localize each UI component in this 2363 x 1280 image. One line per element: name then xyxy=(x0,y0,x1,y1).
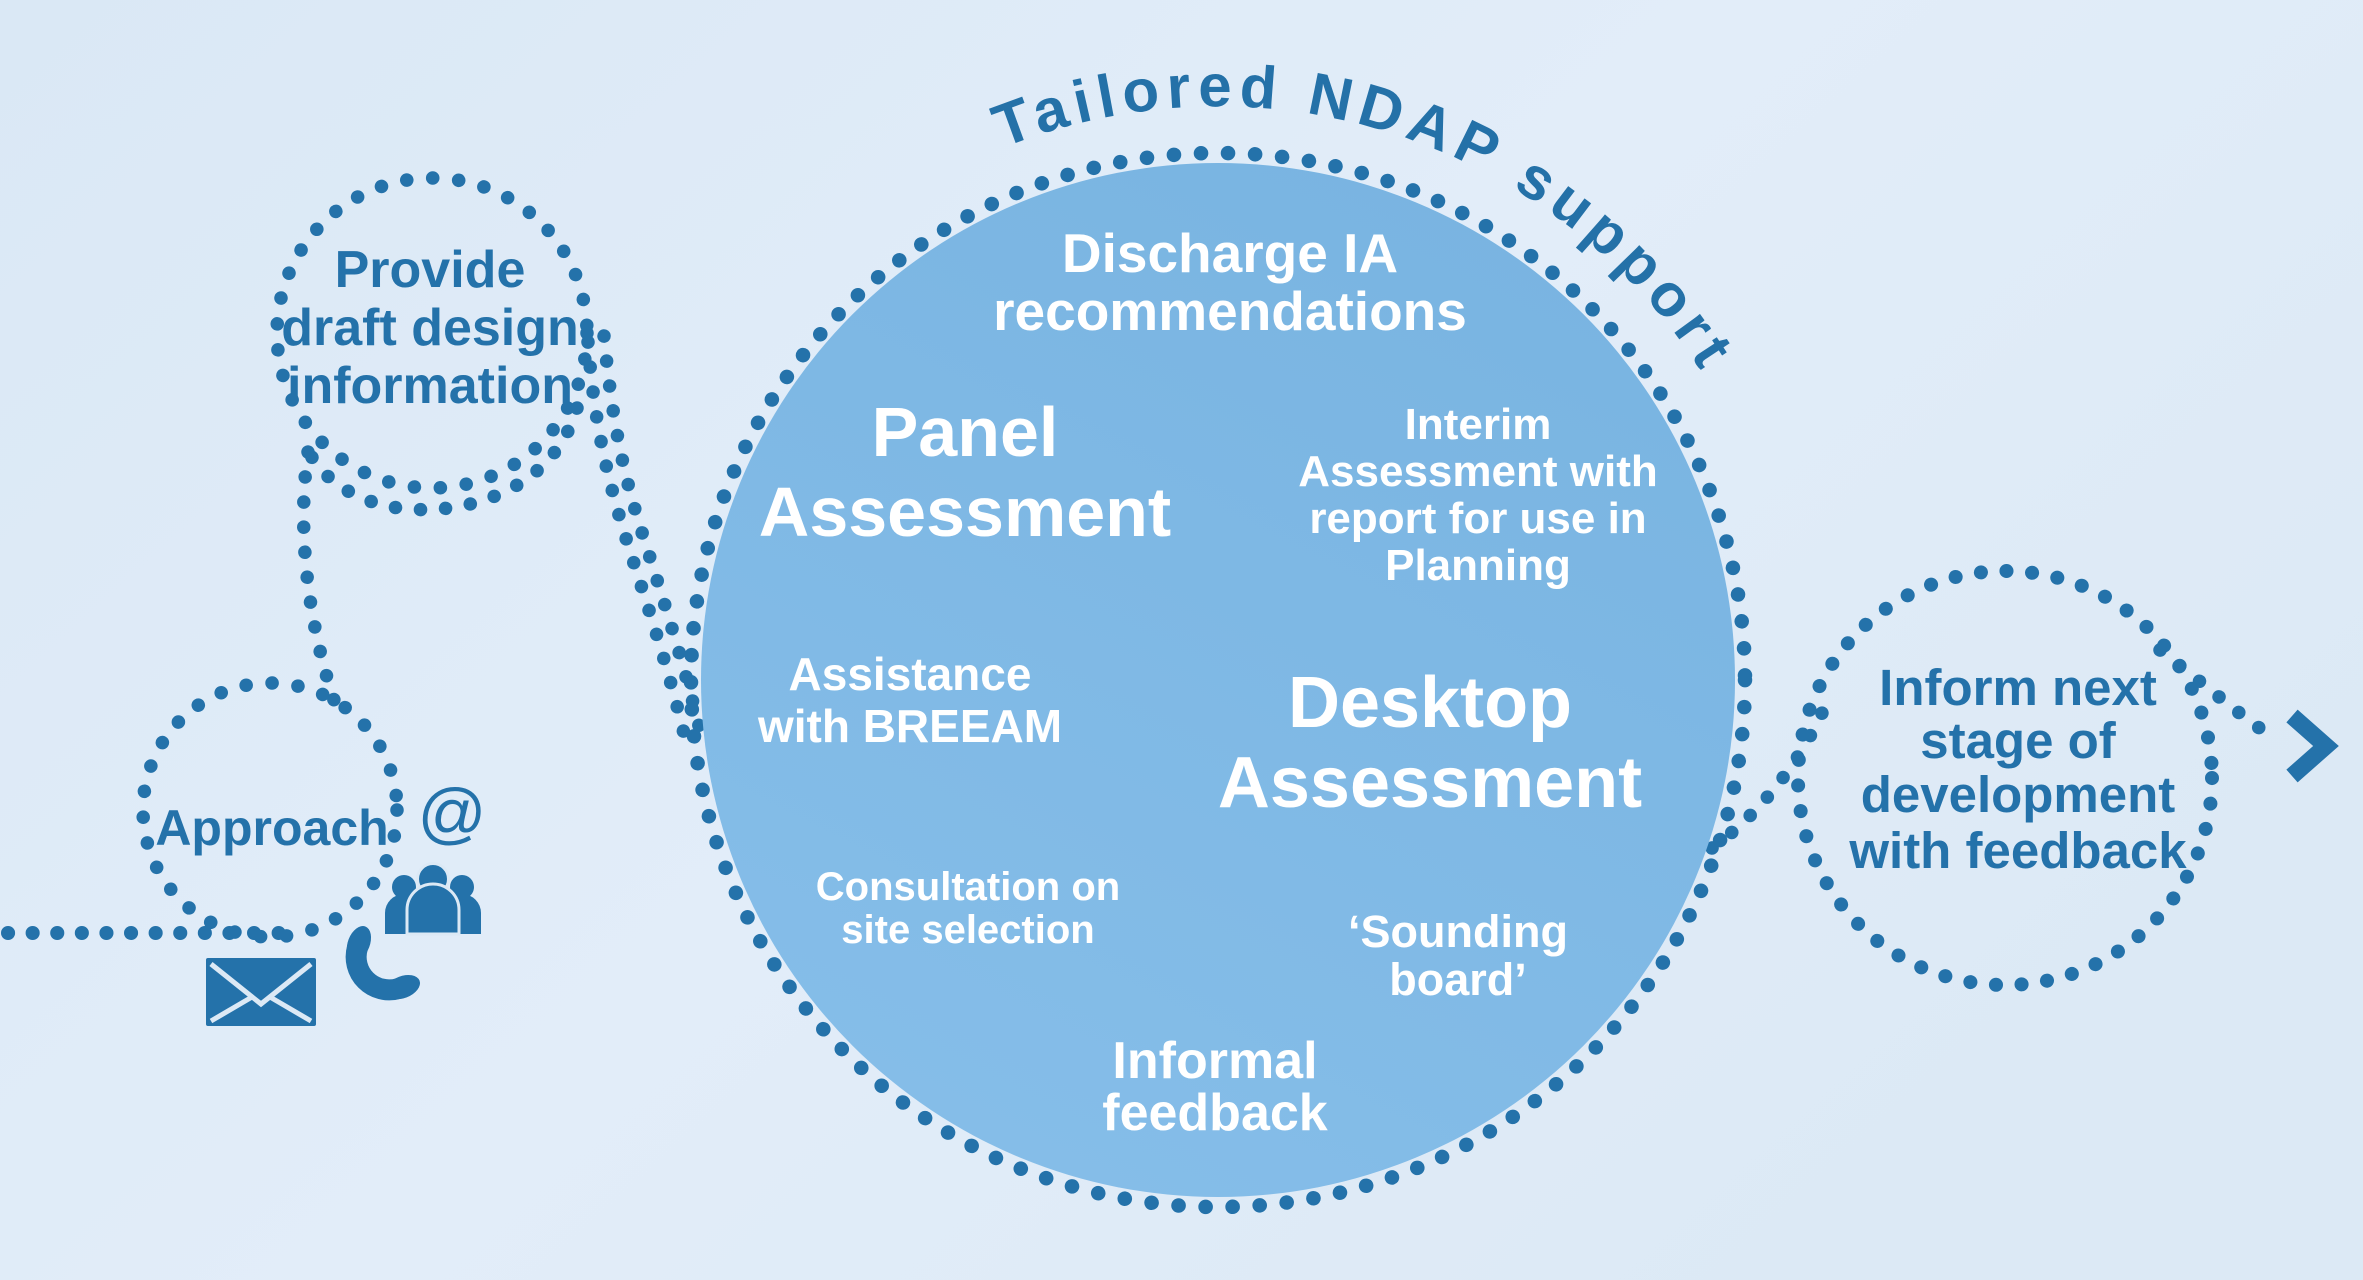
big-circle xyxy=(701,163,1735,1197)
desktop-assessment-label: Desktop Assessment xyxy=(1218,663,1642,823)
panel-line-2: Assessment xyxy=(759,473,1171,551)
assistance-line-2: with BREEAM xyxy=(757,700,1062,752)
approach-label: Approach xyxy=(155,800,388,856)
inform-line-1: Inform next xyxy=(1879,659,2157,716)
interim-assessment-label: Interim Assessment with report for use i… xyxy=(1298,400,1657,590)
consultation-line-1: Consultation on xyxy=(816,865,1120,909)
discharge-recommendations-label: Discharge IA recommendations xyxy=(993,222,1467,342)
big-circle-ring xyxy=(683,145,1753,1215)
interim-line-4: Planning xyxy=(1385,541,1571,590)
interim-line-2: Assessment with xyxy=(1298,447,1657,496)
provide-line-2: draft design xyxy=(281,299,579,357)
panel-assessment-label: Panel Assessment xyxy=(759,393,1171,551)
provide-to-main-trail-a xyxy=(581,335,693,749)
desktop-line-2: Assessment xyxy=(1218,743,1642,823)
assistance-line-1: Assistance xyxy=(789,648,1032,700)
inform-line-3: development xyxy=(1861,766,2176,823)
informal-line-1: Informal xyxy=(1112,1032,1317,1090)
inform-next-stage-label: Inform next stage of development with fe… xyxy=(1848,659,2187,879)
provide-line-1: Provide xyxy=(335,241,526,299)
consultation-line-2: site selection xyxy=(841,908,1094,952)
inform-line-2: stage of xyxy=(1920,712,2117,769)
sounding-line-2: board’ xyxy=(1389,954,1527,1005)
email-icon xyxy=(206,958,316,1026)
sounding-line-1: ‘Sounding xyxy=(1348,906,1568,957)
people-icon xyxy=(385,862,481,936)
at-icon: @ xyxy=(417,775,486,851)
inform-circle-ring xyxy=(1791,564,2219,992)
informal-line-2: feedback xyxy=(1102,1084,1328,1142)
desktop-line-1: Desktop xyxy=(1288,663,1572,743)
provide-to-approach-trail xyxy=(296,445,341,707)
main-to-inform-trail xyxy=(1705,688,1837,855)
discharge-line-2: recommendations xyxy=(993,280,1467,342)
interim-line-1: Interim xyxy=(1405,400,1552,449)
sounding-board-label: ‘Sounding board’ xyxy=(1348,906,1568,1005)
approach-circle-ring xyxy=(136,676,404,944)
dotted-flow-paths xyxy=(1,329,2279,940)
provide-loop-trail xyxy=(302,401,584,517)
chevron-right-icon xyxy=(2286,709,2339,783)
panel-line-1: Panel xyxy=(872,393,1059,471)
provide-draft-design-label: Provide draft design information xyxy=(281,241,579,415)
assistance-breeam-label: Assistance with BREEAM xyxy=(757,648,1062,752)
provide-line-3: information xyxy=(287,357,573,415)
interim-line-3: report for use in xyxy=(1309,494,1646,543)
informal-feedback-label: Informal feedback xyxy=(1102,1032,1328,1142)
provide-to-main-trail-b xyxy=(597,329,707,737)
provide-circle-ring xyxy=(270,171,594,495)
inform-line-4: with feedback xyxy=(1848,822,2187,879)
phone-icon xyxy=(345,925,421,1001)
consultation-label: Consultation on site selection xyxy=(816,865,1120,952)
discharge-line-1: Discharge IA xyxy=(1062,222,1398,284)
